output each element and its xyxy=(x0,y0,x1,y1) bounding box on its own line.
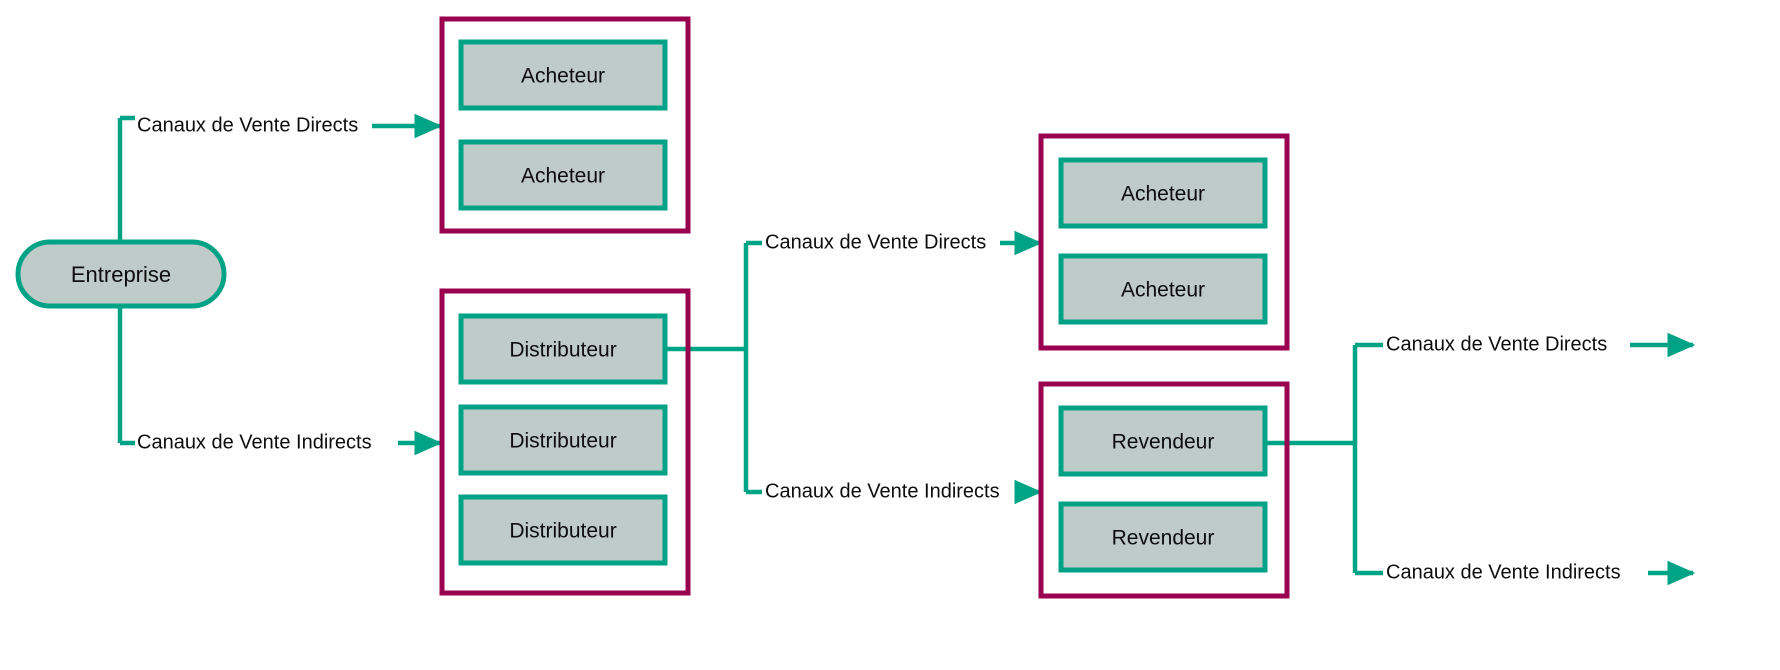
group-revendeurs[interactable]: Revendeur Revendeur xyxy=(1038,381,1290,599)
group-acheteurs-level-1[interactable]: Acheteur Acheteur xyxy=(439,16,691,234)
node-box xyxy=(458,404,668,476)
connectors-layer xyxy=(117,113,1696,586)
node-entreprise[interactable]: Entreprise xyxy=(15,239,227,309)
node-distributeur-3[interactable]: Distributeur xyxy=(458,494,668,566)
node-distributeur-2[interactable]: Distributeur xyxy=(458,404,668,476)
node-box xyxy=(458,39,668,111)
node-label: Acheteur xyxy=(1121,183,1205,206)
node-acheteur-2b[interactable]: Acheteur xyxy=(1058,253,1268,325)
group-border-acheteurs-1 xyxy=(439,16,691,234)
node-distributeur-1[interactable]: Distributeur xyxy=(458,313,668,385)
node-box xyxy=(458,313,668,385)
node-label: Distributeur xyxy=(509,520,616,543)
edge-label-l2-direct: Canaux de Vente Directs xyxy=(765,231,986,253)
edge-label-l1-direct: Canaux de Vente Directs xyxy=(137,114,358,136)
node-box xyxy=(15,239,227,309)
node-box xyxy=(1058,157,1268,229)
group-acheteurs-level-2[interactable]: Acheteur Acheteur xyxy=(1038,133,1290,351)
edge-label-l3-indirect: Canaux de Vente Indirects xyxy=(1386,561,1621,583)
group-distributeurs[interactable]: Distributeur Distributeur Distributeur xyxy=(439,288,691,596)
node-label: Revendeur xyxy=(1112,431,1215,454)
node-label: Acheteur xyxy=(521,165,605,188)
node-box xyxy=(458,139,668,211)
node-box xyxy=(1058,253,1268,325)
node-box xyxy=(1058,405,1268,477)
node-label: Acheteur xyxy=(521,65,605,88)
node-acheteur-1b[interactable]: Acheteur xyxy=(458,139,668,211)
node-revendeur-2[interactable]: Revendeur xyxy=(1058,501,1268,573)
node-label: Distributeur xyxy=(509,339,616,362)
edge-label-l1-indirect: Canaux de Vente Indirects xyxy=(137,431,372,453)
edge-label-l3-direct: Canaux de Vente Directs xyxy=(1386,333,1607,355)
group-border-revendeurs xyxy=(1038,381,1290,599)
group-border-distributeurs xyxy=(439,288,691,596)
node-box xyxy=(458,494,668,566)
node-label: Distributeur xyxy=(509,430,616,453)
node-acheteur-2a[interactable]: Acheteur xyxy=(1058,157,1268,229)
node-label: Revendeur xyxy=(1112,527,1215,550)
node-acheteur-1a[interactable]: Acheteur xyxy=(458,39,668,111)
group-border-acheteurs-2 xyxy=(1038,133,1290,351)
node-box xyxy=(1058,501,1268,573)
node-label: Entreprise xyxy=(71,262,171,287)
edge-label-l2-indirect: Canaux de Vente Indirects xyxy=(765,480,1000,502)
node-label: Acheteur xyxy=(1121,279,1205,302)
node-revendeur-1[interactable]: Revendeur xyxy=(1058,405,1268,477)
